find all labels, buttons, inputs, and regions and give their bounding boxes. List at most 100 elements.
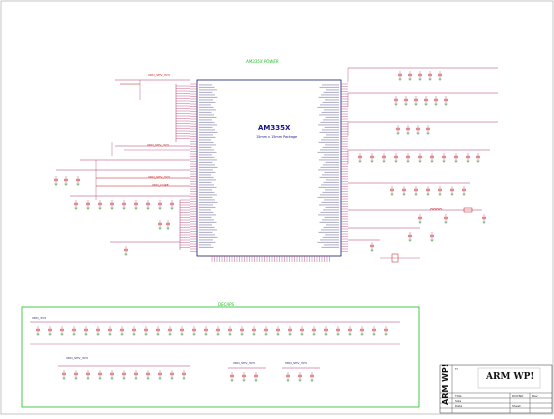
- title-block-rev-label: Rev: [532, 394, 538, 398]
- pin-name-left: [199, 144, 216, 146]
- pin-name-right: [325, 144, 339, 146]
- pin-name-left: [199, 171, 216, 173]
- pin-name-left: [199, 139, 211, 141]
- pin-name-left: [199, 219, 214, 221]
- pin-name-right: [324, 216, 339, 218]
- title-block-logo: ARM WP!: [486, 372, 535, 382]
- net-label-left-red-1: VDD_SHV_3V3: [148, 175, 170, 179]
- pin-name-right: [317, 196, 339, 198]
- pin-name-right: [319, 204, 339, 206]
- pin-name-right: [322, 191, 339, 193]
- pin-name-left: [199, 194, 217, 196]
- pin-name-right: [322, 236, 339, 238]
- title-block: [439, 364, 553, 414]
- pin-name-right: [322, 84, 339, 86]
- net-label-bottom-group-1: VDD_SHV_3V3: [66, 356, 88, 360]
- pin-name-left: [199, 214, 216, 216]
- pin-name-right: [325, 116, 339, 118]
- pin-name-left: [199, 181, 212, 183]
- pin-name-right: [319, 86, 339, 88]
- pin-name-right: [318, 186, 339, 188]
- pin-name-left: [199, 244, 211, 246]
- pin-name-right: [322, 129, 339, 131]
- pin-name-right: [325, 189, 339, 191]
- pin-name-right: [317, 106, 339, 108]
- title-block-docno: DOCNO: [512, 394, 524, 398]
- pin-name-right: [321, 139, 339, 141]
- pin-name-right: [323, 226, 339, 228]
- pin-name-right: [319, 176, 339, 178]
- pin-name-left: [199, 196, 213, 198]
- pin-name-left: [199, 186, 217, 188]
- net-label-left-red-2: VDD_CORE: [152, 183, 169, 187]
- pin-name-left: [199, 86, 215, 88]
- pin-name-left: [199, 129, 215, 131]
- pin-name-right: [317, 151, 339, 153]
- pin-name-right: [318, 124, 339, 126]
- pin-name-left: [199, 199, 215, 201]
- power-section-title: AM335X POWER: [246, 59, 279, 64]
- net-label-mid-left: VDD_SHV_3V3: [147, 143, 169, 147]
- pin-name-left: [199, 201, 218, 203]
- chip-package-label: 15mm x 15mm Package: [256, 135, 298, 139]
- pin-name-right: [320, 121, 339, 123]
- pin-name-right: [322, 146, 339, 148]
- pin-name-left: [199, 216, 212, 218]
- pin-name-right: [320, 104, 339, 106]
- chip-name: AM335X: [258, 124, 291, 132]
- pin-name-left: [199, 154, 212, 156]
- pin-name-right: [320, 194, 339, 196]
- pin-name-left: [199, 126, 213, 128]
- pin-name-left: [199, 179, 216, 181]
- pin-name-left: [199, 159, 217, 161]
- pin-name-left: [199, 91, 213, 93]
- pin-name-right: [318, 141, 339, 143]
- pin-name-right: [318, 169, 339, 171]
- pin-name-right: [319, 131, 339, 133]
- pin-name-left: [199, 224, 212, 226]
- pin-name-left: [199, 101, 216, 103]
- pin-name-right: [320, 211, 339, 213]
- pin-name-left: [199, 124, 217, 126]
- pin-name-left: [199, 176, 214, 178]
- pin-name-left: [199, 161, 213, 163]
- pin-name-left: [199, 209, 211, 211]
- pin-name-right: [325, 161, 339, 163]
- pin-name-right: [320, 149, 339, 151]
- pin-name-left: [199, 131, 218, 133]
- pin-name-right: [321, 184, 339, 186]
- pin-name-left: [199, 204, 213, 206]
- pin-name-left: [199, 96, 218, 98]
- pin-name-right: [323, 181, 339, 183]
- pin-name-left: [199, 229, 217, 231]
- pin-name-right: [324, 126, 339, 128]
- pin-name-right: [322, 101, 339, 103]
- pin-name-left: [199, 119, 212, 121]
- pin-name-left: [199, 174, 211, 176]
- net-label-decap-rail: VDD_3V3: [32, 316, 47, 320]
- pin-name-left: [199, 141, 214, 143]
- pin-name-left: [199, 146, 212, 148]
- pin-name-right: [322, 219, 339, 221]
- pin-name-right: [324, 199, 339, 201]
- title-block-size-label: Size: [455, 399, 462, 403]
- pin-name-right: [321, 156, 339, 158]
- pin-name-right: [324, 171, 339, 173]
- pin-name-left: [199, 164, 215, 166]
- pin-name-right: [323, 119, 339, 121]
- pin-name-left: [199, 121, 215, 123]
- pin-name-right: [324, 154, 339, 156]
- pin-name-right: [321, 229, 339, 231]
- pin-name-left: [199, 84, 212, 86]
- pin-name-left: [199, 206, 216, 208]
- pin-name-left: [199, 226, 215, 228]
- pin-name-left: [199, 109, 216, 111]
- pin-name-right: [318, 96, 339, 98]
- pin-name-right: [325, 99, 339, 101]
- ferrite-bead: [463, 207, 473, 213]
- decaps-section-box: [21, 306, 420, 408]
- pin-name-left: [199, 236, 218, 238]
